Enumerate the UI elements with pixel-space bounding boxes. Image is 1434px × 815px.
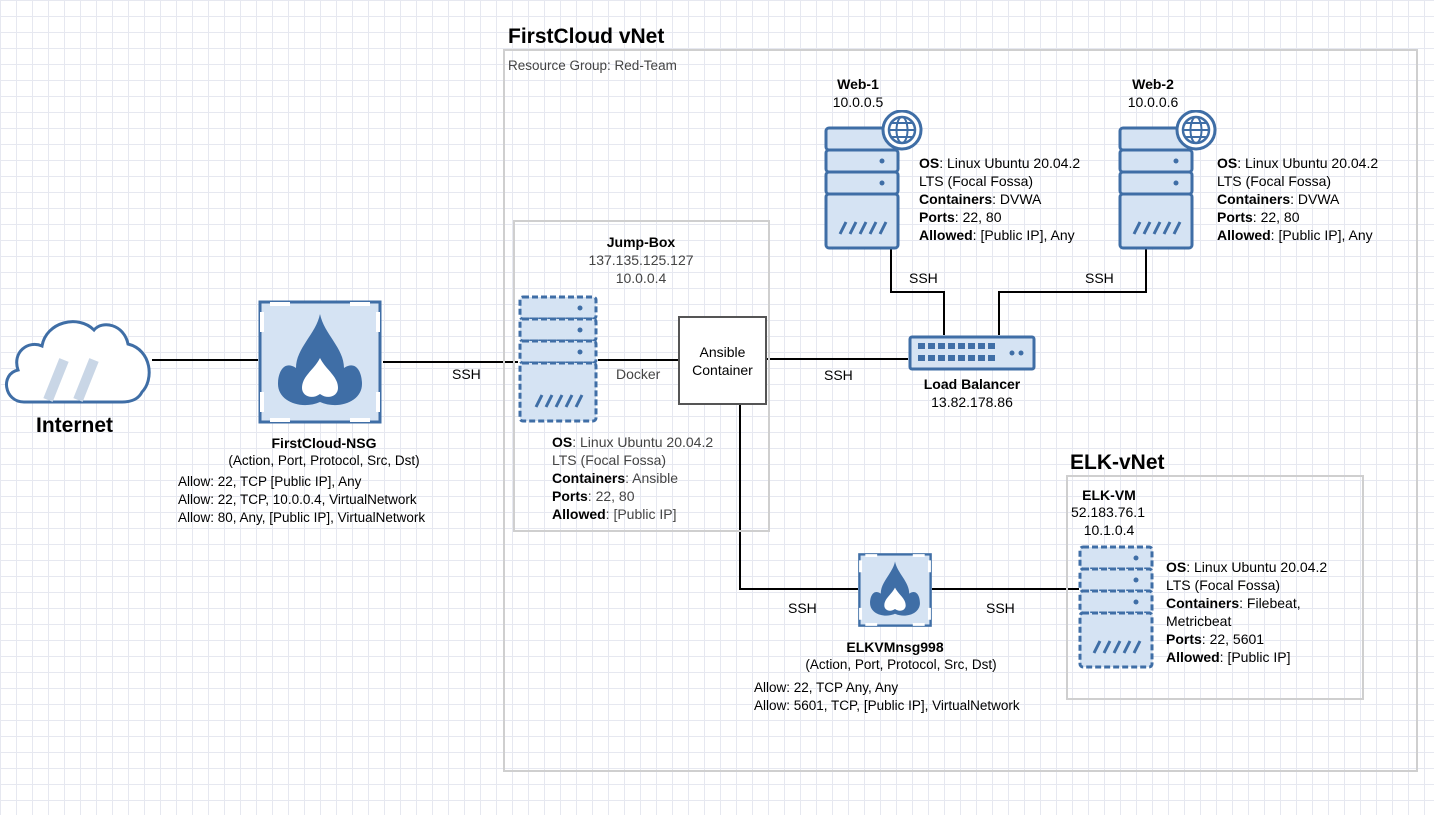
load-balancer-name: Load Balancer [923, 376, 1021, 392]
web2-ip: 10.0.0.6 [1127, 94, 1179, 110]
wire-web1-lb [890, 248, 945, 335]
elkvm-name: ELK-VM [1082, 487, 1136, 503]
ssh-label-nsg2-elk: SSH [986, 600, 1015, 616]
nsg1-rule: Allow: 22, TCP, 10.0.0.4, VirtualNetwork [178, 492, 417, 507]
web2-name: Web-2 [1132, 76, 1174, 92]
nsg2-rule: Allow: 22, TCP Any, Any [754, 680, 899, 695]
containers-label: Containers [1166, 595, 1240, 611]
containers-value: : Ansible [625, 470, 679, 486]
ports-value: : 22, 80 [587, 488, 635, 504]
ports-value: : 22, 80 [954, 209, 1002, 225]
load-balancer-ip: 13.82.178.86 [931, 394, 1013, 410]
allowed-value: : [Public IP], Any [1270, 227, 1373, 243]
elkvm-details: OS: Linux Ubuntu 20.04.2 LTS (Focal Foss… [1166, 558, 1327, 666]
elk-vnet-title: ELK-vNet [1070, 451, 1165, 474]
containers-value-line2: Metricbeat [1166, 613, 1232, 629]
os-value: : Linux Ubuntu 20.04.2 [939, 155, 1081, 171]
jumpbox-details: OS: Linux Ubuntu 20.04.2 LTS (Focal Foss… [552, 433, 713, 523]
web1-details: OS: Linux Ubuntu 20.04.2 LTS (Focal Foss… [919, 154, 1080, 244]
docker-label: Docker [616, 366, 661, 382]
nsg1-name: FirstCloud-NSG [271, 435, 377, 451]
jumpbox-public-ip: 137.135.125.127 [588, 252, 694, 268]
nsg1-rules: Allow: 22, TCP [Public IP], Any Allow: 2… [178, 473, 425, 527]
network-security-group-icon [858, 553, 932, 627]
ssh-label-web2-lb: SSH [1085, 270, 1114, 286]
cloud-icon [5, 320, 151, 404]
web2-details: OS: Linux Ubuntu 20.04.2 LTS (Focal Foss… [1217, 154, 1378, 244]
containers-label: Containers [919, 191, 993, 207]
os-label: OS [552, 434, 573, 450]
web-server-icon [1118, 110, 1217, 250]
firstcloud-vnet-boundary [503, 49, 1418, 772]
ansible-container-box: Ansible Container [678, 316, 767, 405]
allowed-label: Allowed [1217, 227, 1271, 243]
containers-label: Containers [552, 470, 626, 486]
elk-vnet-boundary [1066, 475, 1364, 700]
ports-value: : 22, 80 [1252, 209, 1300, 225]
ports-value: : 22, 5601 [1201, 631, 1265, 647]
os-value-line2: LTS (Focal Fossa) [552, 452, 667, 468]
allowed-value: : [Public IP] [605, 506, 677, 522]
containers-label: Containers [1217, 191, 1291, 207]
nsg1-rule: Allow: 22, TCP [Public IP], Any [178, 474, 362, 489]
jumpbox-private-ip: 10.0.0.4 [615, 270, 667, 286]
nsg2-name: ELKVMnsg998 [846, 639, 944, 655]
ansible-label-line2: Container [692, 361, 753, 378]
web-server-icon [824, 110, 923, 250]
os-value: : Linux Ubuntu 20.04.2 [1237, 155, 1379, 171]
allowed-label: Allowed [919, 227, 973, 243]
network-security-group-icon [258, 300, 382, 424]
server-icon [518, 295, 598, 423]
allowed-label: Allowed [1166, 649, 1220, 665]
wire-web2-lb [998, 248, 1147, 335]
elkvm-public-ip: 52.183.76.1 [1071, 504, 1145, 520]
ports-label: Ports [552, 488, 588, 504]
allowed-value: : [Public IP] [1219, 649, 1291, 665]
allowed-value: : [Public IP], Any [972, 227, 1075, 243]
ssh-label-nsg-jumpbox: SSH [452, 366, 481, 382]
os-label: OS [1166, 559, 1187, 575]
ports-label: Ports [1166, 631, 1202, 647]
os-value-line2: LTS (Focal Fossa) [919, 173, 1034, 189]
os-label: OS [1217, 155, 1238, 171]
ansible-label-line1: Ansible [699, 343, 746, 360]
firstcloud-vnet-title: FirstCloud vNet [508, 25, 665, 48]
os-value-line2: LTS (Focal Fossa) [1166, 577, 1281, 593]
ports-label: Ports [1217, 209, 1253, 225]
ssh-label-web1-lb: SSH [909, 270, 938, 286]
server-icon [1078, 545, 1154, 669]
ssh-label-ansible-lb: SSH [824, 367, 853, 383]
jumpbox-boundary [513, 220, 770, 532]
nsg1-subtitle: (Action, Port, Protocol, Src, Dst) [228, 453, 420, 468]
nsg2-subtitle: (Action, Port, Protocol, Src, Dst) [805, 657, 997, 672]
nsg2-rules: Allow: 22, TCP Any, Any Allow: 5601, TCP… [754, 679, 1020, 715]
containers-value: : DVWA [992, 191, 1042, 207]
web1-ip: 10.0.0.5 [832, 94, 884, 110]
containers-value: : Filebeat, [1239, 595, 1301, 611]
elkvm-private-ip: 10.1.0.4 [1083, 522, 1135, 538]
os-value-line2: LTS (Focal Fossa) [1217, 173, 1332, 189]
jumpbox-name: Jump-Box [606, 234, 676, 250]
ssh-label-ansible-nsg2: SSH [788, 600, 817, 616]
load-balancer-switch-icon [908, 335, 1036, 371]
containers-value: : DVWA [1290, 191, 1340, 207]
os-value: : Linux Ubuntu 20.04.2 [1186, 559, 1328, 575]
ports-label: Ports [919, 209, 955, 225]
nsg1-rule: Allow: 80, Any, [Public IP], VirtualNetw… [178, 510, 426, 525]
nsg2-rule: Allow: 5601, TCP, [Public IP], VirtualNe… [754, 698, 1020, 713]
os-label: OS [919, 155, 940, 171]
internet-label: Internet [36, 414, 114, 437]
wire-ansible-nsg2 [739, 404, 858, 590]
web1-name: Web-1 [837, 76, 879, 92]
allowed-label: Allowed [552, 506, 606, 522]
os-value: : Linux Ubuntu 20.04.2 [572, 434, 714, 450]
resource-group-label: Resource Group: Red-Team [508, 58, 677, 73]
